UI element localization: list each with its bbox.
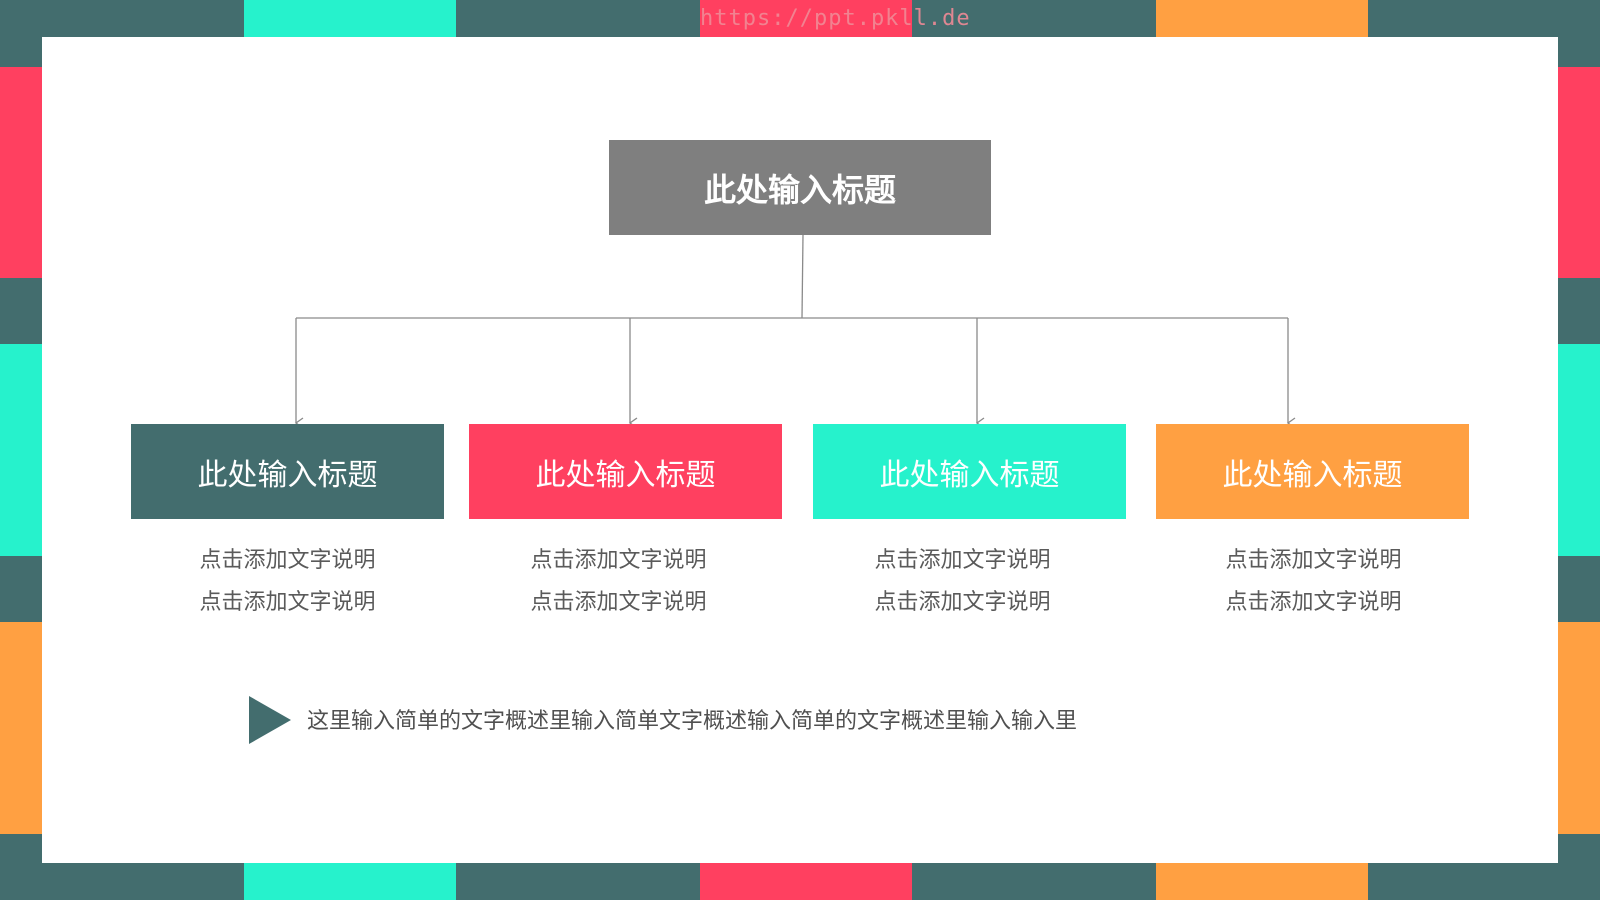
branch-desc-line[interactable]: 点击添加文字说明	[199, 548, 376, 573]
frame-right	[1558, 0, 1600, 900]
branch-desc-line[interactable]: 点击添加文字说明	[530, 548, 707, 573]
branch-desc-line[interactable]: 点击添加文字说明	[199, 590, 376, 615]
play-triangle-icon	[249, 696, 291, 744]
branch-desc-4: 点击添加文字说明 点击添加文字说明	[1157, 540, 1470, 624]
branch-desc-1: 点击添加文字说明 点击添加文字说明	[131, 540, 444, 624]
branch-desc-line[interactable]: 点击添加文字说明	[530, 590, 707, 615]
branch-desc-line[interactable]: 点击添加文字说明	[1225, 590, 1402, 615]
branch-desc-line[interactable]: 点击添加文字说明	[874, 548, 1051, 573]
branch-desc-line[interactable]: 点击添加文字说明	[1225, 548, 1402, 573]
branch-box-2[interactable]: 此处输入标题	[469, 424, 782, 519]
branch-desc-3: 点击添加文字说明 点击添加文字说明	[806, 540, 1119, 624]
watermark: https://ppt.pkll.de	[700, 6, 971, 31]
branch-box-3[interactable]: 此处输入标题	[813, 424, 1126, 519]
branch-box-1[interactable]: 此处输入标题	[131, 424, 444, 519]
root-title-box[interactable]: 此处输入标题	[609, 140, 991, 235]
frame-top	[0, 0, 1600, 37]
connector-root-stem	[801, 234, 804, 319]
frame-left	[0, 0, 42, 900]
branch-box-4[interactable]: 此处输入标题	[1156, 424, 1469, 519]
branch-desc-2: 点击添加文字说明 点击添加文字说明	[462, 540, 775, 624]
branch-desc-line[interactable]: 点击添加文字说明	[874, 590, 1051, 615]
summary-text[interactable]: 这里输入简单的文字概述里输入简单文字概述输入简单的文字概述里输入输入里	[307, 709, 1078, 734]
